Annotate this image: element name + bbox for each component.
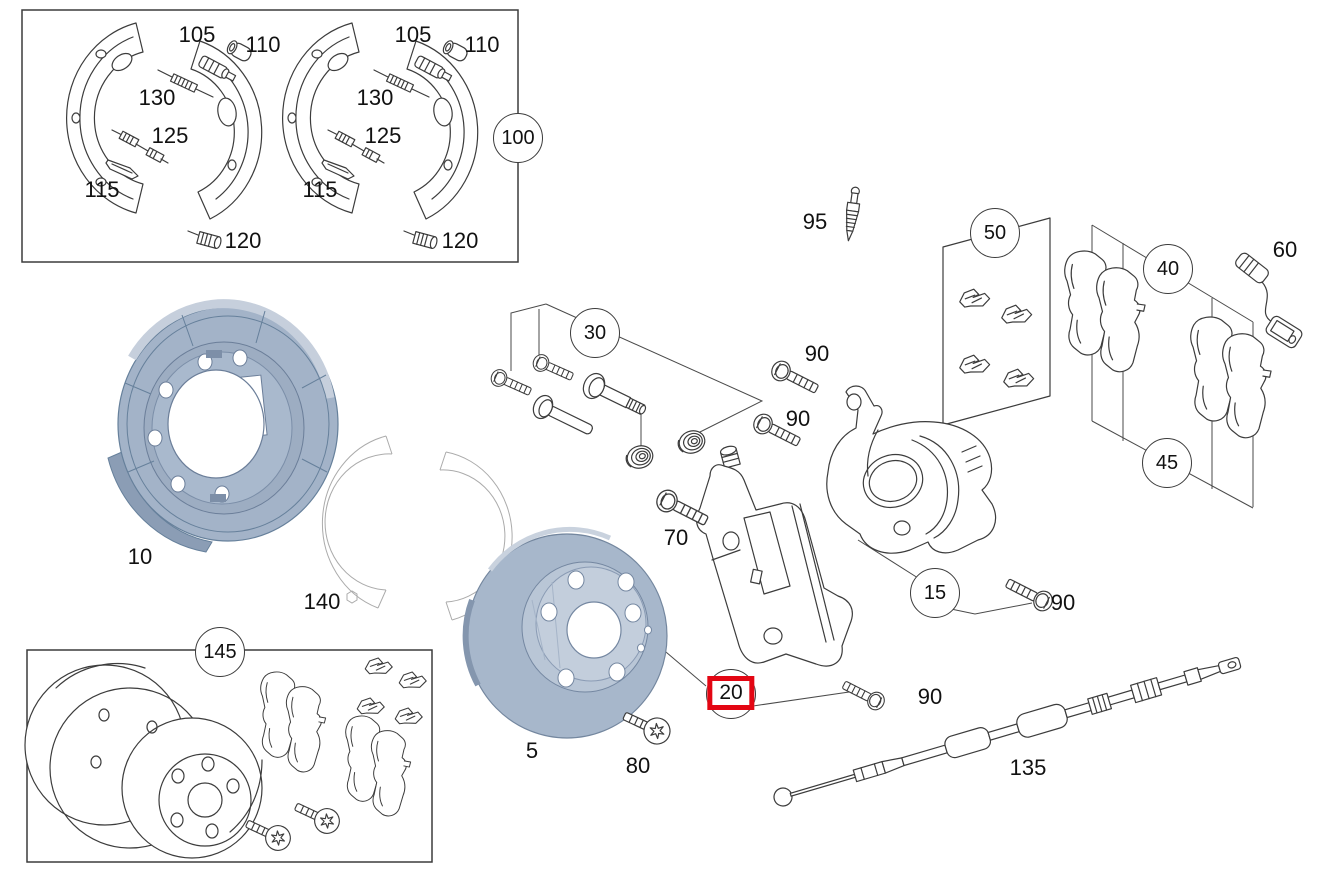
callout-125-left[interactable]: 125: [151, 123, 189, 148]
callout-110-left[interactable]: 110: [245, 32, 281, 57]
callout-15[interactable]: 15: [910, 568, 960, 618]
bleed-screw: [845, 186, 861, 242]
callout-50[interactable]: 50: [970, 208, 1020, 258]
callout-135[interactable]: 135: [1009, 755, 1047, 780]
brake-pads-front-pair: [1060, 245, 1152, 377]
callout-140[interactable]: 140: [303, 589, 341, 614]
callout-130-left[interactable]: 130: [138, 85, 176, 110]
bolt-90-c: [1002, 573, 1057, 615]
caliper-carrier: [696, 445, 853, 667]
callout-90-c[interactable]: 90: [1050, 590, 1076, 615]
brake-disc: [462, 526, 668, 739]
callout-95[interactable]: 95: [802, 209, 828, 234]
callout-105-right[interactable]: 105: [394, 22, 432, 47]
callout-40[interactable]: 40: [1143, 244, 1193, 294]
callout-100[interactable]: 100: [493, 113, 543, 163]
brake-caliper: [826, 385, 997, 554]
shoe-outline-faint: [321, 435, 513, 621]
callout-90-b[interactable]: 90: [785, 406, 811, 431]
callout-90-d[interactable]: 90: [917, 684, 943, 709]
callout-90-a[interactable]: 90: [804, 341, 830, 366]
brake-pads-rear-pair: [1186, 311, 1278, 443]
service-kit-contents: [24, 655, 428, 859]
callout-115-right[interactable]: 115: [302, 177, 338, 202]
callout-115-left[interactable]: 115: [84, 177, 120, 202]
callout-80[interactable]: 80: [625, 753, 651, 778]
callout-130-right[interactable]: 130: [356, 85, 394, 110]
parking-brake-cable: [773, 656, 1242, 807]
callout-60[interactable]: 60: [1272, 237, 1298, 262]
callout-20-highlighted[interactable]: 20: [707, 676, 755, 710]
callout-145[interactable]: 145: [195, 627, 245, 677]
callout-10[interactable]: 10: [127, 544, 153, 569]
callout-120-right[interactable]: 120: [441, 228, 479, 253]
bolt-90-d: [839, 676, 888, 714]
callout-125-right[interactable]: 125: [364, 123, 402, 148]
callout-45[interactable]: 45: [1142, 438, 1192, 488]
callout-110-right[interactable]: 110: [464, 32, 500, 57]
callout-30[interactable]: 30: [570, 308, 620, 358]
callout-105-left[interactable]: 105: [178, 22, 216, 47]
callout-120-left[interactable]: 120: [224, 228, 262, 253]
backing-plate: [107, 299, 339, 553]
callout-70[interactable]: 70: [663, 525, 689, 550]
wear-sensor: [1235, 252, 1303, 349]
guide-pin-group: [488, 351, 709, 473]
callout-5[interactable]: 5: [525, 738, 539, 763]
